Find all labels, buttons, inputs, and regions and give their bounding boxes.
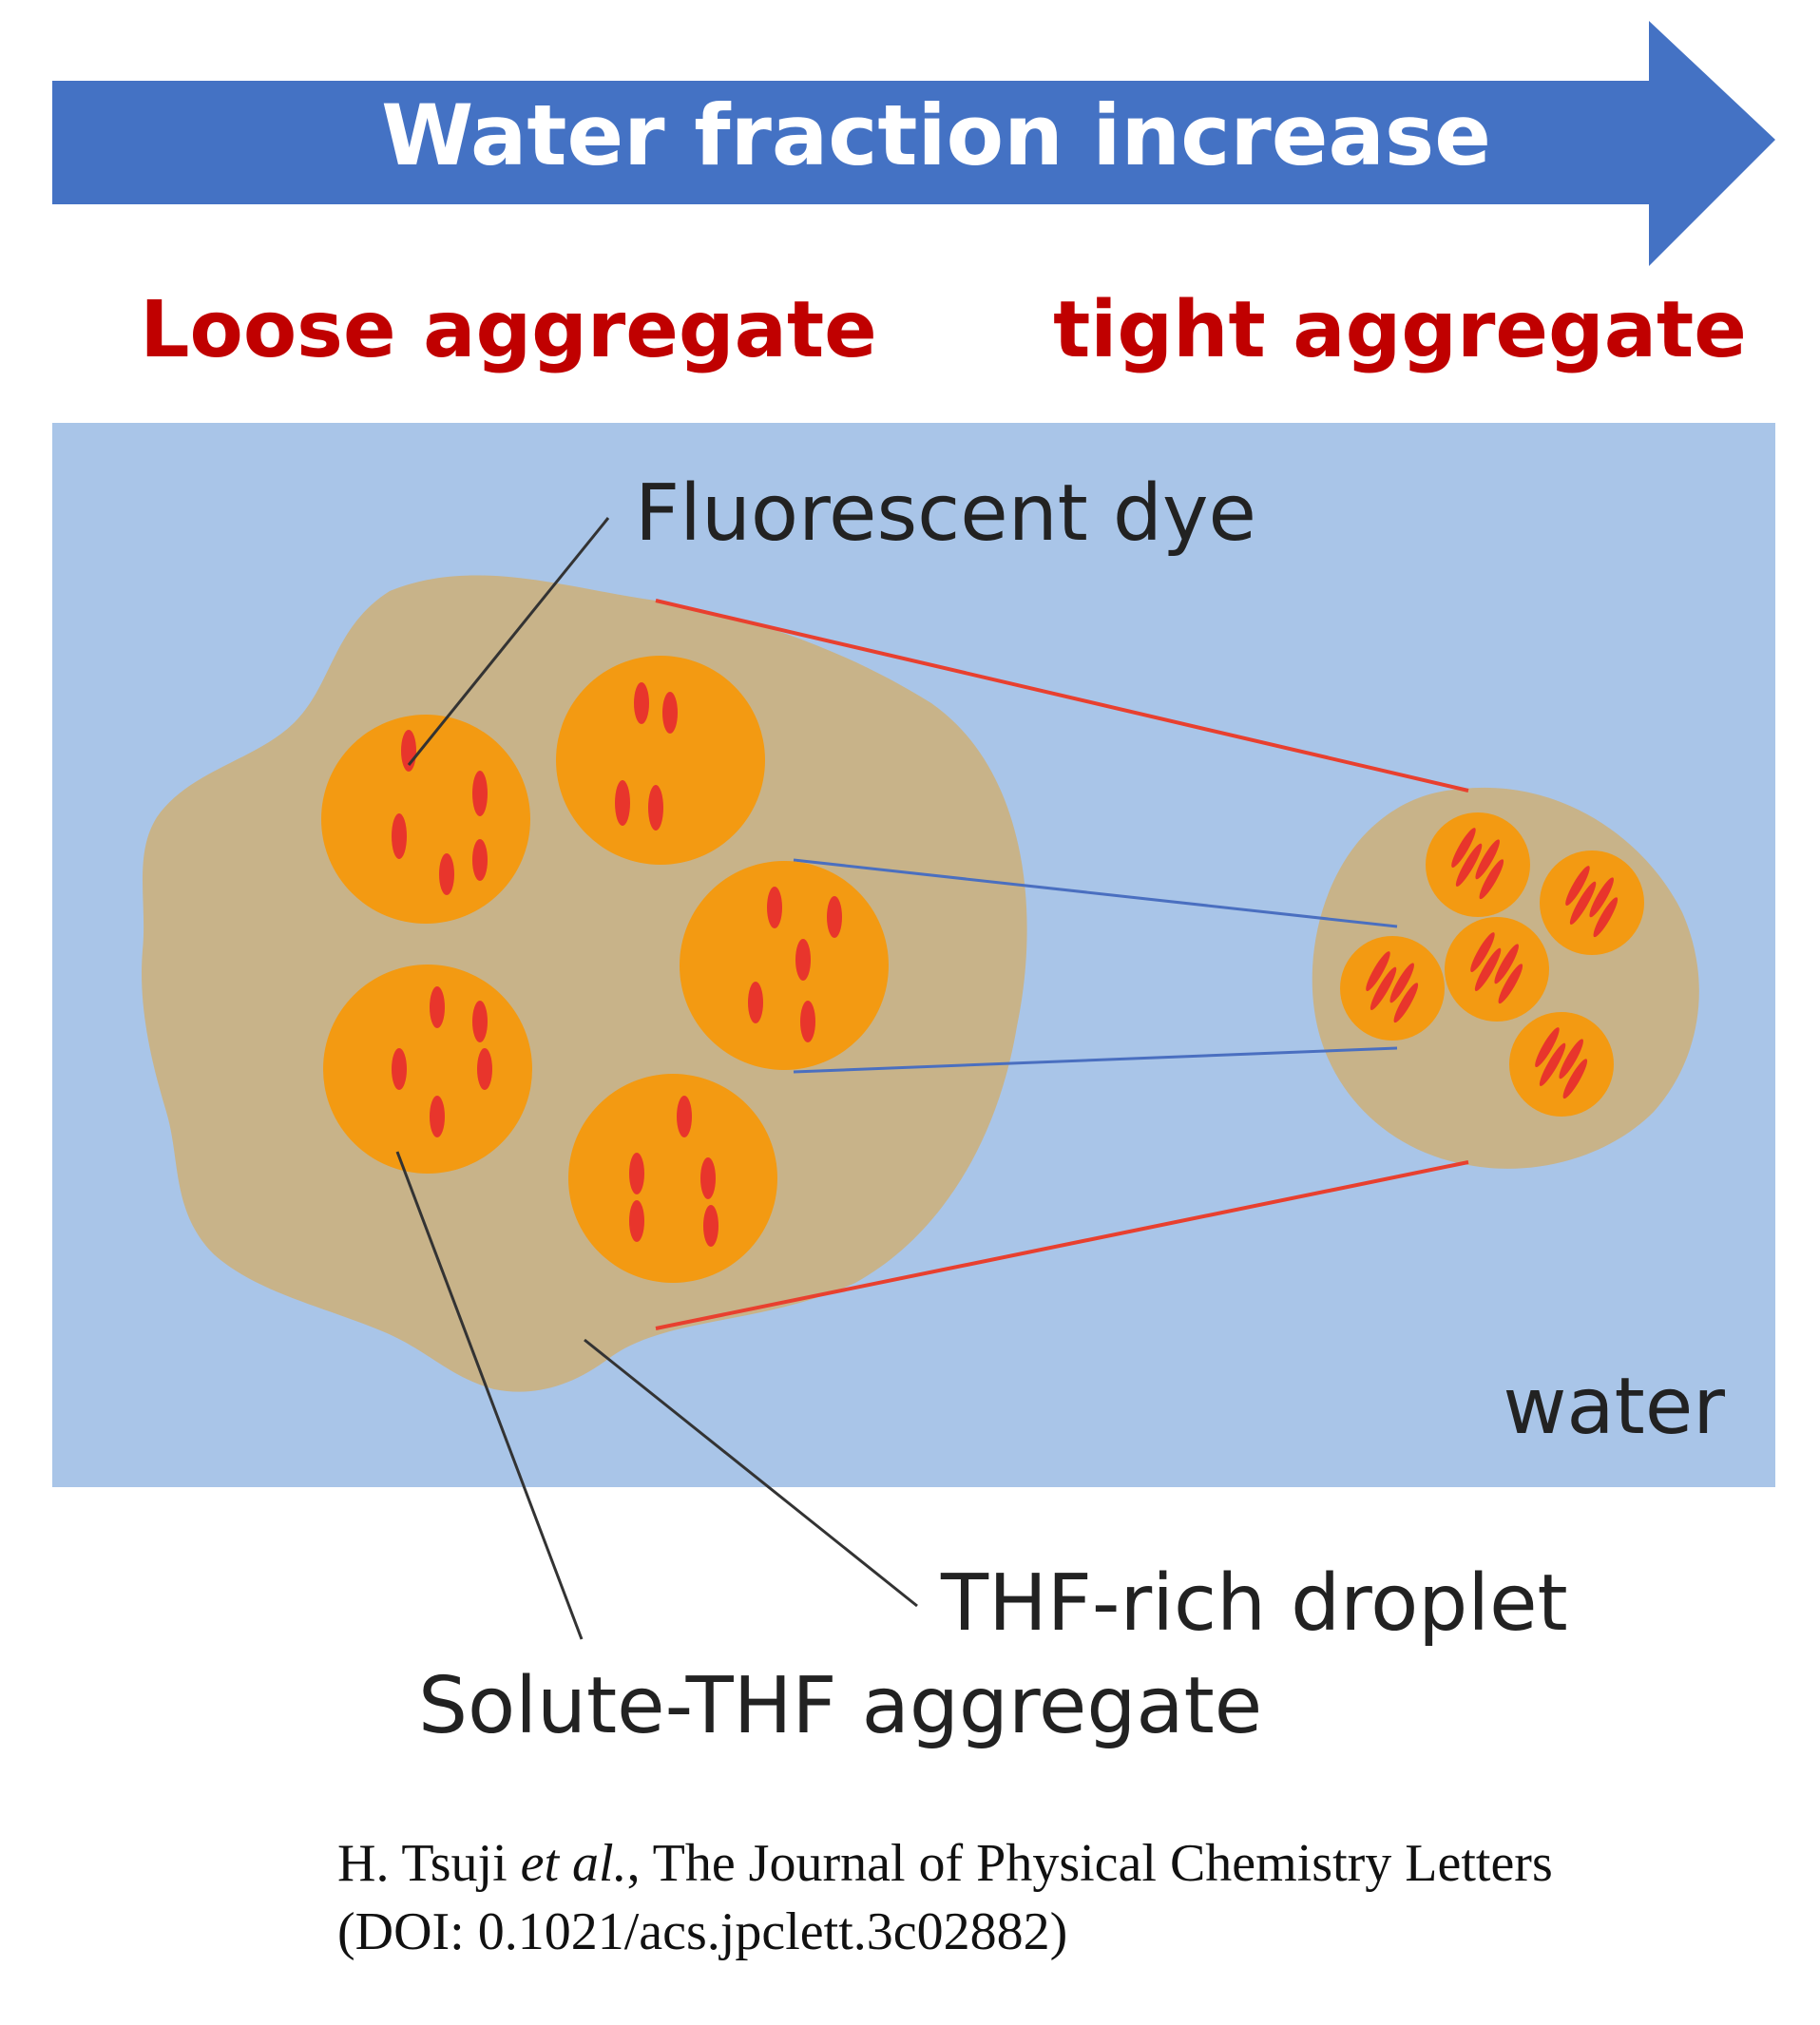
- fluorescent-dye-label: Fluorescent dye: [635, 468, 1256, 559]
- zoom-line-aggregate-bottom: [793, 1046, 1398, 1074]
- tight-aggregate-header: tight aggregate: [1053, 285, 1747, 375]
- citation-journal: , The Journal of Physical Chemistry Lett…: [626, 1834, 1553, 1893]
- loose-aggregate-5: [568, 1074, 777, 1283]
- leader-thf-rich-droplet: [584, 1338, 918, 1608]
- tight-aggregate-1: [1426, 812, 1530, 917]
- loose-aggregate-1: [321, 715, 530, 924]
- solute-thf-aggregate-label: Solute-THF aggregate: [418, 1661, 1262, 1751]
- citation-line-1: H. Tsuji et al., The Journal of Physical…: [337, 1829, 1801, 1898]
- water-fraction-arrow: [52, 21, 1775, 266]
- tight-aggregate-3: [1445, 917, 1549, 1022]
- citation: H. Tsuji et al., The Journal of Physical…: [337, 1829, 1801, 1966]
- citation-etal: et al.: [520, 1834, 627, 1893]
- zoom-line-bottom: [655, 1160, 1469, 1330]
- arrow-label: Water fraction increase: [381, 86, 1491, 184]
- tight-aggregate-5: [1509, 1012, 1614, 1117]
- tight-aggregate-2: [1540, 850, 1644, 955]
- citation-authors: H. Tsuji: [337, 1834, 521, 1893]
- leader-solute-thf-aggregate: [395, 1151, 584, 1640]
- loose-aggregate-header: Loose aggregate: [140, 285, 877, 375]
- zoom-line-top: [655, 599, 1469, 793]
- thf-rich-droplet-label: THF-rich droplet: [940, 1558, 1568, 1649]
- tight-aggregate-4: [1340, 936, 1445, 1041]
- water-label: water: [1503, 1362, 1725, 1452]
- loose-aggregate-4: [323, 965, 532, 1174]
- loose-aggregate-3: [680, 861, 889, 1070]
- loose-aggregate-2: [556, 656, 765, 865]
- leader-fluorescent-dye: [407, 517, 610, 766]
- citation-doi: (DOI: 0.1021/acs.jpclett.3c02882): [337, 1902, 1068, 1961]
- zoom-line-aggregate-top: [793, 858, 1398, 928]
